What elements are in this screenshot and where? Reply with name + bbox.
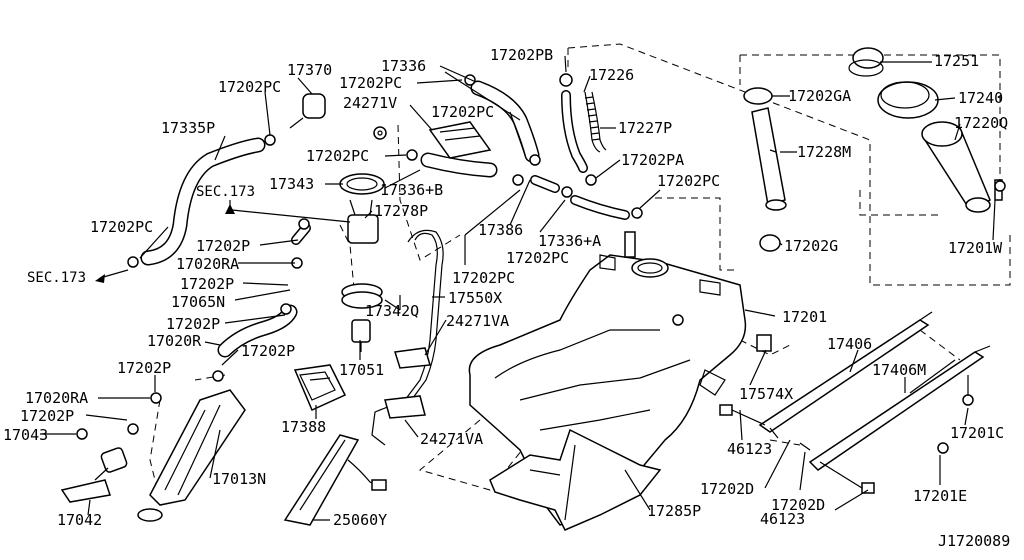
label-17336a: 17336+A xyxy=(538,232,602,250)
label-17251: 17251 xyxy=(934,52,980,70)
label-17202pc-b: 17202PC xyxy=(339,74,403,92)
pad-24271va-b xyxy=(384,395,426,419)
sender-17042 xyxy=(60,447,128,503)
filler-tube-17228m xyxy=(751,107,787,211)
label-17388: 17388 xyxy=(281,418,327,436)
label-17202d-b: 17202D xyxy=(771,496,826,514)
label-17336b: 17336+B xyxy=(380,181,444,199)
label-17406m: 17406M xyxy=(872,361,927,379)
label-17051: 17051 xyxy=(339,361,385,379)
section-arrows xyxy=(95,200,351,283)
label-17574x: 17574X xyxy=(739,385,794,403)
label-17202d-a: 17202D xyxy=(700,480,755,498)
label-17343: 17343 xyxy=(269,175,315,193)
fuel-pump-assembly xyxy=(339,173,385,352)
label-17228m: 17228M xyxy=(797,143,852,161)
label-17550x: 17550X xyxy=(448,289,503,307)
filler-neck-17220q xyxy=(848,47,1003,213)
label-17336: 17336 xyxy=(381,57,427,75)
label-17202pc-h: 17202PC xyxy=(452,269,516,287)
sensor-25060y xyxy=(283,434,387,526)
label-17226: 17226 xyxy=(589,66,635,84)
label-17342q: 17342Q xyxy=(365,302,420,320)
label-46123-b: 46123 xyxy=(760,510,806,528)
label-17202pb: 17202PB xyxy=(490,46,554,64)
label-24271va-b: 24271VA xyxy=(420,430,484,448)
label-17202pc-f: 17202PC xyxy=(90,218,154,236)
label-46123-a: 46123 xyxy=(727,440,773,458)
leader-lines xyxy=(40,55,996,521)
pad-24271v xyxy=(428,121,492,159)
label-17335p: 17335P xyxy=(161,119,216,137)
label-17013n: 17013N xyxy=(212,470,267,488)
label-17020ra-b: 17020RA xyxy=(25,389,89,407)
bracket-17388 xyxy=(293,364,347,412)
tank-straps xyxy=(758,311,991,471)
label-17240: 17240 xyxy=(958,89,1004,107)
label-17370: 17370 xyxy=(287,61,333,79)
label-17202pc-c: 17202PC xyxy=(431,103,495,121)
label-25060y: 25060Y xyxy=(333,511,388,529)
label-17202p-d: 17202P xyxy=(241,342,296,360)
diagram-id: J1720089 xyxy=(938,532,1011,550)
label-17202p-e: 17202P xyxy=(117,359,172,377)
label-17202ga: 17202GA xyxy=(788,87,852,105)
label-sec173-a: SEC.173 xyxy=(196,184,256,200)
label-24271va-a: 24271VA xyxy=(446,312,510,330)
label-17202pa: 17202PA xyxy=(621,151,685,169)
corrugated-hose-17227p xyxy=(584,91,607,153)
label-17202p-f: 17202P xyxy=(20,407,75,425)
label-17202p-a: 17202P xyxy=(196,237,251,255)
label-17278p: 17278P xyxy=(374,202,429,220)
label-17202pc-d: 17202PC xyxy=(306,147,370,165)
bolts xyxy=(719,180,1006,494)
label-17406: 17406 xyxy=(827,335,873,353)
label-17202pc-e: 17202PC xyxy=(657,172,721,190)
heat-shield-17285p xyxy=(489,428,662,531)
label-17020r: 17020R xyxy=(147,332,202,350)
label-17020ra-a: 17020RA xyxy=(176,255,240,273)
label-17042: 17042 xyxy=(57,511,103,529)
label-17201c: 17201C xyxy=(950,424,1005,442)
label-17201e: 17201E xyxy=(913,487,968,505)
label-17202p-c: 17202P xyxy=(166,315,221,333)
label-17065n: 17065N xyxy=(171,293,226,311)
filter-17370 xyxy=(289,93,326,129)
label-17202p-b: 17202P xyxy=(180,275,235,293)
label-17220q: 17220Q xyxy=(954,114,1009,132)
pipe-assembly-17013n xyxy=(137,389,246,522)
label-sec173-b: SEC.173 xyxy=(27,270,87,286)
label-17202pc-a: 17202PC xyxy=(218,78,282,96)
label-24271v: 24271V xyxy=(343,94,398,112)
label-17386: 17386 xyxy=(478,221,524,239)
label-17201: 17201 xyxy=(782,308,828,326)
hose-clamps xyxy=(76,73,781,440)
label-17202g: 17202G xyxy=(784,237,839,255)
label-17285p: 17285P xyxy=(647,502,702,520)
label-17201w: 17201W xyxy=(948,239,1003,257)
label-17202pc-g: 17202PC xyxy=(506,249,570,267)
pad-24271va-a xyxy=(394,347,431,369)
label-17227p: 17227P xyxy=(618,119,673,137)
label-17043: 17043 xyxy=(3,426,49,444)
